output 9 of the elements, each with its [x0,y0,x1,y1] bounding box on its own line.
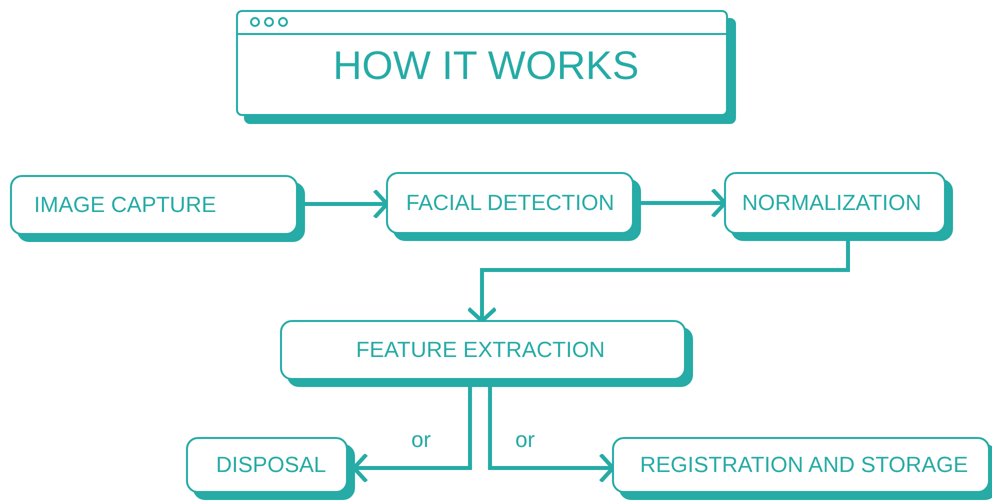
arrow [468,241,850,323]
box-label: REGISTRATION AND STORAGE [640,452,968,478]
box-label: FEATURE EXTRACTION [356,337,605,363]
box-label: DISPOSAL [216,452,326,478]
box-label: NORMALIZATION [742,190,922,216]
box-label: IMAGE CAPTURE [34,192,216,218]
title: HOW IT WORKS [332,43,640,90]
box-label: FACIAL DETECTION [406,190,614,216]
arrow [352,387,472,482]
